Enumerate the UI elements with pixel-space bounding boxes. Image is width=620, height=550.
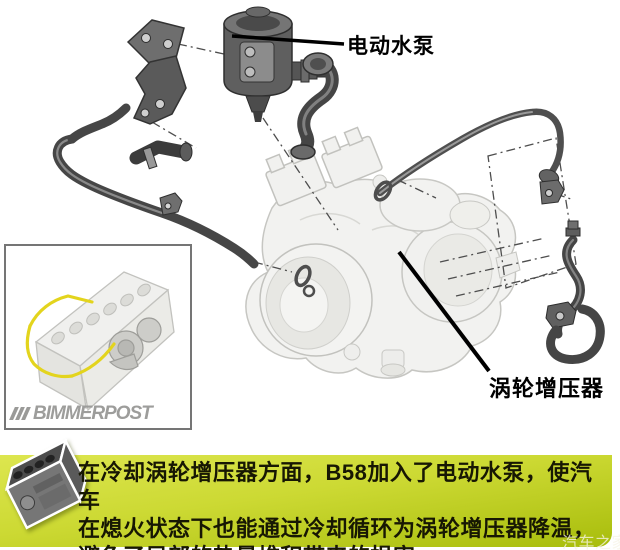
bimmerpost-logo-text: BIMMERPOST (33, 403, 153, 424)
caption-line-1: 在冷却涡轮增压器方面，B58加入了电动水泵，使汽车 (78, 460, 593, 513)
turbocharger-part (245, 126, 521, 379)
coolant-hose-left-part (52, 103, 259, 269)
pump-label: 电动水泵 (347, 35, 435, 58)
bimmerpost-watermark: BIMMERPOST (9, 403, 153, 424)
pump-callout-line (231, 34, 345, 46)
hose-clamp-rings (294, 264, 316, 298)
engine-overview-inset: BIMMERPOST (4, 244, 192, 430)
inset-engine-illustration (25, 271, 175, 412)
pump-bracket-part (126, 19, 187, 125)
bimmerpost-logo-bars-icon (9, 407, 31, 420)
autohome-watermark: 汽车之家 (562, 535, 620, 550)
inset-turbo (108, 317, 162, 371)
callout-lines (231, 34, 491, 373)
caption-line-2: 在熄火状态下也能通过冷却循环为涡轮增压器降温， (78, 516, 596, 541)
return-hose-right-part (545, 220, 605, 365)
cylinder-bores (51, 283, 151, 345)
electric-water-pump-part (223, 6, 328, 122)
turbo-label: 涡轮增压器 (489, 376, 605, 401)
coolant-pipe-right-part (373, 108, 565, 205)
caption-text: 在冷却涡轮增压器方面，B58加入了电动水泵，使汽车 在熄火状态下也能通过冷却循环… (78, 459, 612, 550)
pump-outlet-hose-part (290, 52, 339, 160)
caption-line-3: 避免了局部的热量堆积带来的损害。 (78, 543, 612, 550)
exploded-diagram-illustration (52, 6, 605, 379)
highlighted-coolant-line (25, 294, 116, 379)
caption-bar (0, 455, 612, 547)
engine-block-icon (4, 437, 87, 530)
turbo-callout-line (397, 250, 491, 373)
